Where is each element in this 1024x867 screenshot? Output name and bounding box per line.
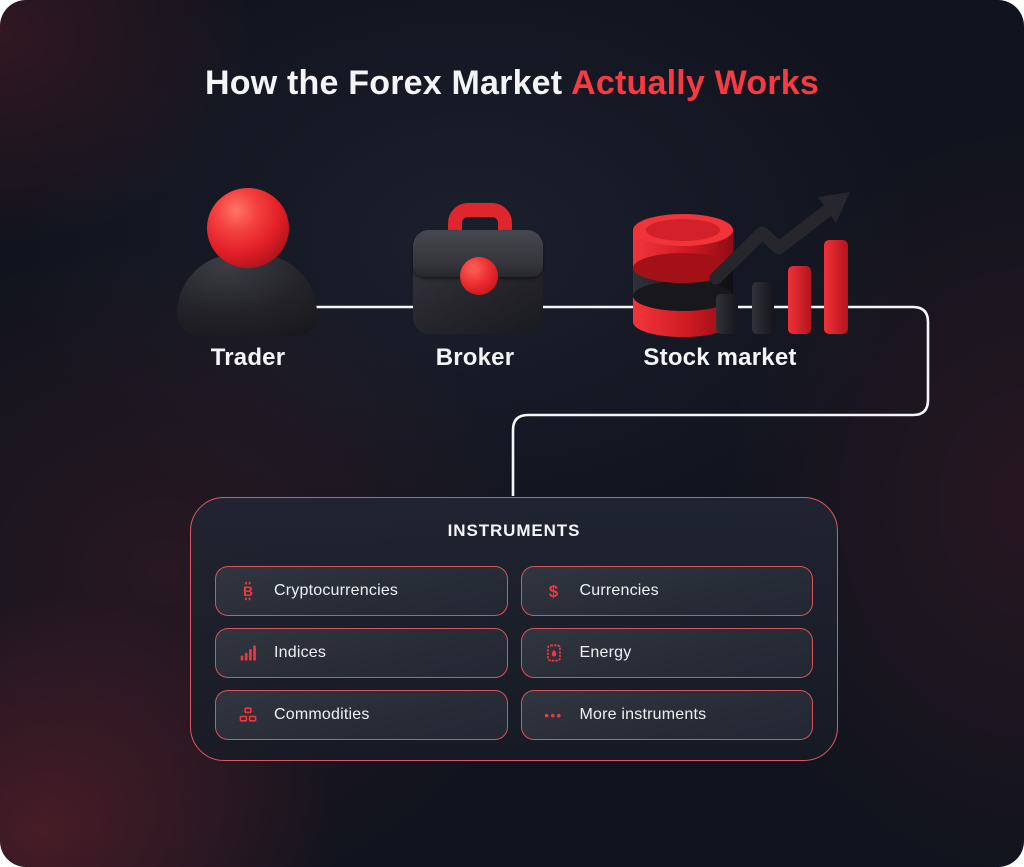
instrument-label: More instruments [579,706,707,723]
bar-chart-icon [237,644,259,662]
instrument-chip-commodities: Commodities [215,690,508,740]
instrument-chip-currencies: $ Currencies [520,566,813,616]
bitcoin-icon: B [237,581,259,601]
instruments-grid: B Cryptocurrencies $ Currencies [215,566,813,740]
instrument-chip-energy: Energy [520,628,813,678]
title-white-part: How the Forex Market [205,64,563,102]
instrument-label: Indices [274,644,327,661]
growth-arrow [709,192,850,285]
instruments-panel: INSTRUMENTS B Cryptocurrencies $ Currenc… [190,497,838,761]
instrument-label: Currencies [579,582,659,599]
instrument-label: Cryptocurrencies [274,582,399,599]
coin-stack [633,214,733,337]
instrument-label: Energy [579,644,632,661]
instrument-chip-indices: Indices [215,628,508,678]
bar-chart-bars [716,240,848,334]
stock-market-icon [633,192,850,337]
title-red-part: Actually Works [571,64,819,102]
briefcase-clasp [460,257,498,295]
instrument-chip-more-instruments: ••• More instruments [520,690,813,740]
instrument-chip-cryptocurrencies: B Cryptocurrencies [215,566,508,616]
dollar-icon: $ [548,581,559,601]
node-label-broker: Broker [435,344,515,371]
svg-text:B: B [243,583,253,599]
node-label-stock-market: Stock market [643,344,797,371]
instrument-label: Commodities [274,706,370,723]
trader-head-shape [207,188,289,268]
instruments-title: INSTRUMENTS [447,521,581,540]
trader-icon [175,186,321,338]
briefcase-icon [413,200,547,338]
ellipsis-icon: ••• [544,707,563,723]
ingots-icon [237,707,259,723]
node-label-trader: Trader [210,344,286,371]
fuel-icon [543,643,565,663]
